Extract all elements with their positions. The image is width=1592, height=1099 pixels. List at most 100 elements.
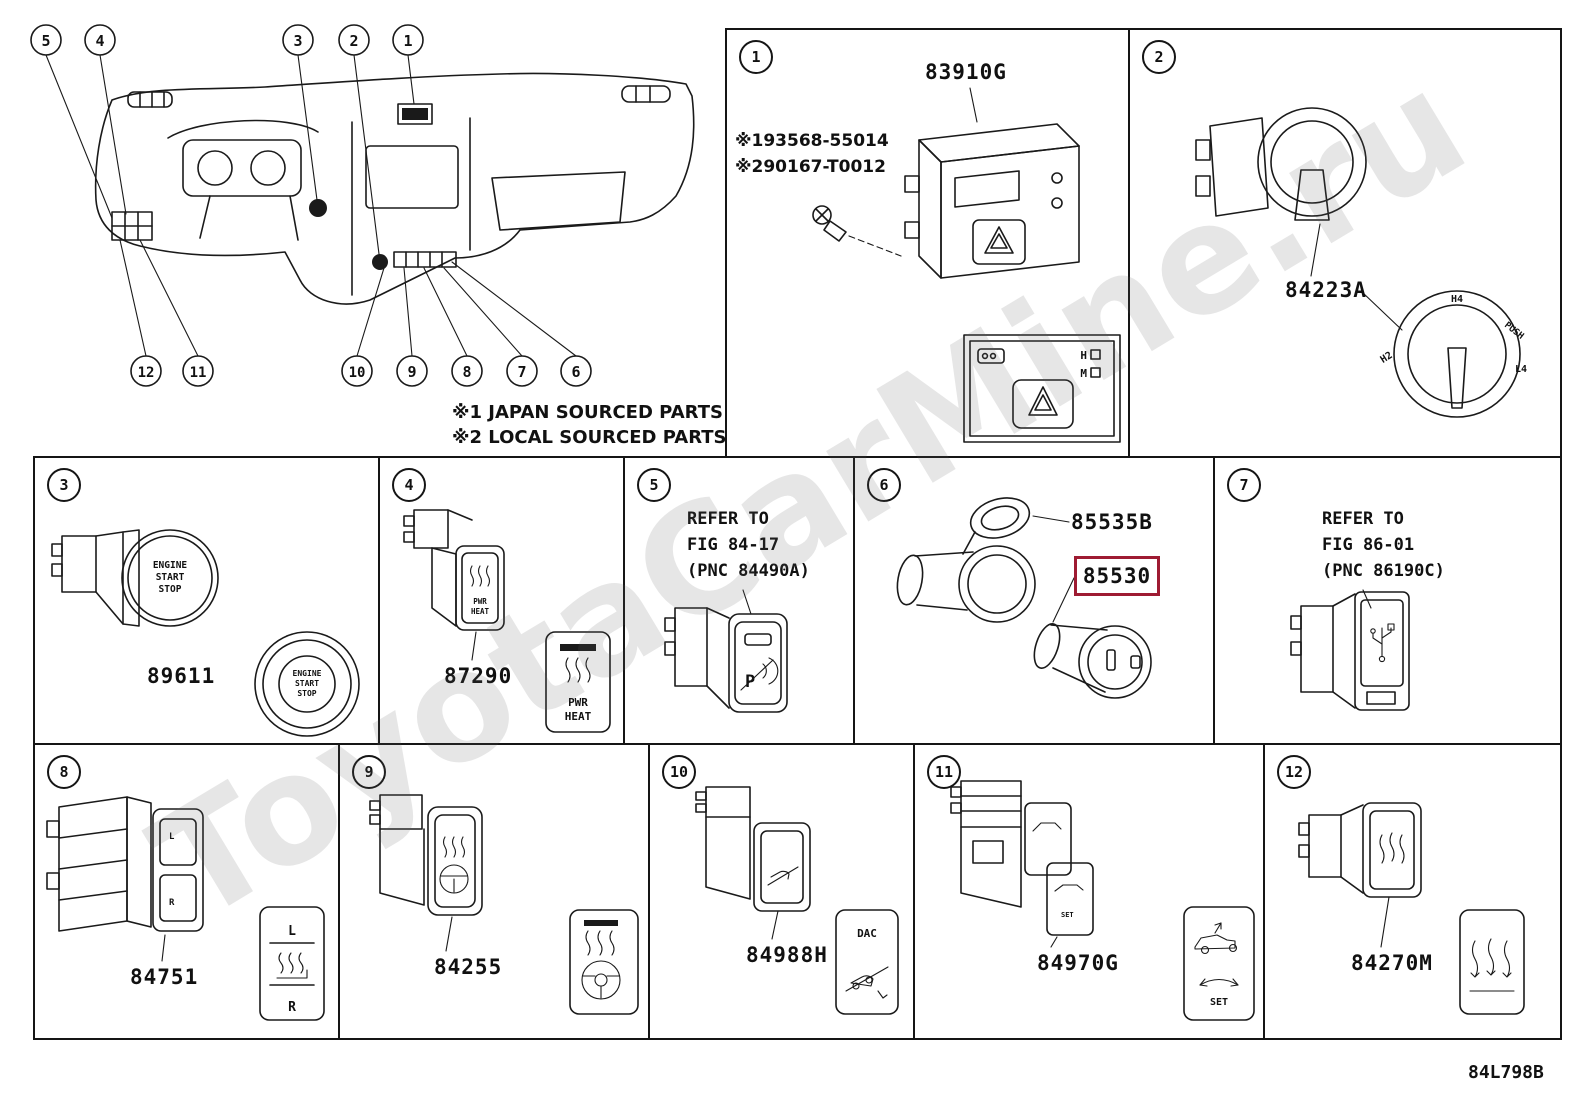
refer-line: FIG 86-01 (1322, 535, 1415, 555)
part-number-84970G[interactable]: 84970G (1037, 951, 1119, 975)
detail-panel-2: 2 84223A H4 PUSH L4 H2 (1128, 28, 1562, 458)
pwr-heat-plate (545, 631, 611, 733)
defroster-icon (1469, 938, 1515, 992)
start-button-side-view (51, 529, 219, 627)
detail-panel-8: 8 84751 L R L (33, 743, 340, 1040)
power-outlet-illustration (896, 497, 1152, 699)
part-number-84988H[interactable]: 84988H (746, 943, 828, 967)
seat-heater-plate (259, 906, 325, 1021)
headlamp-switch-top-view (1195, 107, 1367, 221)
part-number-83910G[interactable]: 83910G (925, 60, 1007, 84)
detail-panel-1: 1 83910G ※193568-55014 ※290167-T0012 (725, 28, 1130, 458)
refer-line: FIG 84-17 (687, 535, 780, 555)
panel-10-callout: 10 (662, 755, 696, 789)
hazard-module-illustration (904, 123, 1080, 279)
suv-open-hatch-icon (1194, 922, 1238, 955)
pwr-heat-switch-illustration: PWR HEAT PWR HEAT (403, 509, 611, 733)
pwr-label: PWR (568, 696, 588, 709)
overview-callouts: 5 4 3 2 1 12 11 10 9 8 7 6 (30, 24, 592, 387)
selected-part-number-85530[interactable]: 85530 (1074, 556, 1160, 596)
part-number-85535B[interactable]: 85535B (1071, 510, 1153, 534)
dial-label-h4: H4 (1451, 294, 1463, 305)
defroster-face-icon (1379, 832, 1405, 864)
panel-9-callout: 9 (352, 755, 386, 789)
part-number-84255[interactable]: 84255 (434, 955, 503, 979)
headlamp-switch-illustration: H4 PUSH L4 H2 (1195, 107, 1527, 418)
steering-heat-face-icon (439, 836, 469, 894)
back-door-plate (1183, 906, 1255, 1021)
parking-sonar-switch-illustration: P (664, 589, 788, 713)
part-number-84223A[interactable]: 84223A (1285, 278, 1367, 302)
callout-12: 12 (138, 365, 155, 381)
dac-switch-illustration: DAC (695, 786, 899, 1015)
panel-3-callout: 3 (47, 468, 81, 502)
panel-7-callout: 7 (1227, 468, 1261, 502)
usb-switch-body (1290, 591, 1410, 711)
panel-8-callout: 8 (47, 755, 81, 789)
refer-note-fig84-17: REFER TO FIG 84-17 (PNC 84490A) (687, 506, 810, 584)
hazard-panel-front-view (963, 334, 1121, 443)
defroster-switch-illustration (1298, 802, 1525, 1015)
callout-7: 7 (517, 363, 526, 381)
pwr-heat-face-icon (469, 565, 491, 587)
detail-panel-7: 7 REFER TO FIG 86-01 (PNC 86190C) (1213, 456, 1562, 745)
detail-panel-12: 12 84270M (1263, 743, 1562, 1040)
right-seat-label-small: R (169, 898, 175, 908)
steering-heater-switch-body (369, 794, 483, 916)
detail-panel-9: 9 84255 (338, 743, 650, 1040)
dial-label-h2: H2 (1379, 350, 1395, 366)
set-label: SET (1210, 997, 1228, 1008)
stop-label: STOP (159, 584, 182, 595)
heat-label: HEAT (565, 710, 592, 723)
part-number-87290[interactable]: 87290 (444, 664, 513, 688)
panel-11-callout: 11 (927, 755, 961, 789)
part-number-89611[interactable]: 89611 (147, 664, 216, 688)
left-seat-label: L (288, 924, 296, 939)
refer-line: (PNC 86190C) (1322, 561, 1445, 581)
stop-label: STOP (297, 689, 316, 698)
hazard-switch-illustration: H M (812, 87, 1121, 443)
dac-face-icon (767, 866, 799, 886)
heat-waves-icon (565, 657, 591, 683)
callout-11: 11 (190, 365, 207, 381)
set-label-small: SET (1061, 911, 1074, 919)
screw-icon (812, 205, 847, 242)
dashboard-overview-illustration: 5 4 3 2 1 12 11 10 9 8 7 6 (30, 24, 695, 387)
callout-4: 4 (95, 32, 104, 50)
pwr-label-small: PWR (473, 597, 487, 606)
seat-heat-icon (276, 952, 308, 979)
dac-plate (835, 909, 899, 1015)
detail-panel-11: 11 84970G SET (913, 743, 1265, 1040)
dac-label: DAC (857, 927, 877, 940)
set-height-icon (1199, 978, 1239, 987)
left-seat-label-small: L (169, 832, 175, 842)
dac-switch-body (695, 786, 811, 912)
indicator-h-label: H (1080, 349, 1087, 362)
panel-2-callout: 2 (1142, 40, 1176, 74)
refer-line: REFER TO (1322, 509, 1404, 529)
part-number-84751[interactable]: 84751 (130, 965, 199, 989)
callout-leader-lines (45, 54, 577, 357)
engine-label: ENGINE (153, 560, 188, 571)
outlet-socket-illustration (896, 497, 1036, 623)
callout-3: 3 (293, 32, 302, 50)
start-label: START (295, 679, 319, 688)
panel-4-callout: 4 (392, 468, 426, 502)
panel-5-callout: 5 (637, 468, 671, 502)
sourcing-note-2: ※2 LOCAL SOURCED PARTS (452, 427, 727, 448)
callout-5: 5 (41, 32, 50, 50)
part-number-84270M[interactable]: 84270M (1351, 951, 1433, 975)
dial-label-push: PUSH (1502, 320, 1525, 341)
panel-12-callout: 12 (1277, 755, 1311, 789)
parking-sonar-switch-body (664, 607, 788, 713)
heat-label-small: HEAT (471, 607, 490, 616)
start-button-front-view (254, 631, 360, 737)
refer-line: REFER TO (687, 509, 769, 529)
detail-panel-6: 6 85535B 85530 (853, 456, 1215, 745)
headlamp-switch-front-view (1393, 290, 1521, 418)
callout-10: 10 (349, 365, 366, 381)
panel-1-callout: 1 (739, 40, 773, 74)
sourcing-note-1: ※1 JAPAN SOURCED PARTS (452, 402, 723, 423)
substitute-part-refs: ※193568-55014 ※290167-T0012 (735, 128, 889, 180)
